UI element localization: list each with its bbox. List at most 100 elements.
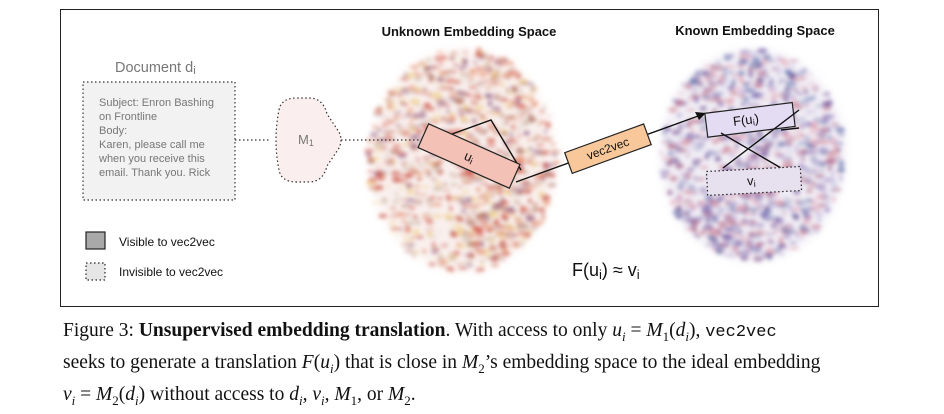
cloud-speck — [500, 123, 504, 127]
cloud-speck — [533, 182, 542, 185]
cloud-speck — [768, 59, 776, 63]
cloud-speck — [436, 85, 448, 92]
cloud-speck — [795, 151, 804, 157]
cloud-speck — [467, 79, 473, 85]
cloud-speck — [807, 229, 812, 236]
cloud-speck — [540, 208, 545, 212]
cloud-speck — [778, 78, 782, 85]
cloud-speck — [422, 156, 432, 160]
cloud-speck — [448, 86, 454, 91]
cloud-speck — [736, 251, 742, 257]
cloud-speck — [742, 81, 750, 88]
cloud-speck — [777, 58, 788, 63]
cloud-speck — [545, 122, 551, 128]
cloud-speck — [483, 190, 493, 194]
cloud-speck — [426, 106, 436, 111]
cloud-speck — [675, 145, 681, 152]
cloud-speck — [544, 165, 550, 169]
caption-line-1: Figure 3: Unsupervised embedding transla… — [63, 320, 777, 344]
cloud-speck — [473, 126, 482, 130]
cloud-speck — [377, 128, 382, 132]
cloud-speck — [473, 99, 480, 105]
cloud-speck — [479, 79, 490, 83]
cloud-speck — [425, 219, 434, 226]
cloud-speck — [456, 263, 463, 266]
cloud-speck — [735, 205, 745, 212]
cloud-speck — [684, 204, 690, 208]
cloud-speck — [492, 129, 497, 134]
cloud-speck — [789, 241, 798, 245]
cloud-speck — [737, 63, 745, 69]
cloud-speck — [527, 198, 533, 204]
cloud-speck — [521, 119, 530, 126]
cloud-speck — [510, 124, 516, 130]
cloud-speck — [408, 243, 415, 246]
cloud-speck — [499, 98, 509, 102]
cloud-speck — [743, 204, 750, 210]
cloud-speck — [753, 83, 764, 88]
cloud-speck — [406, 226, 411, 232]
cloud-speck — [466, 255, 475, 258]
cloud-speck — [670, 199, 675, 206]
cloud-speck — [447, 97, 456, 101]
document-line: Body: — [99, 125, 127, 137]
cloud-speck — [439, 115, 447, 123]
cloud-speck — [399, 152, 409, 155]
cloud-speck — [531, 203, 538, 208]
cloud-speck — [394, 115, 398, 122]
document-box — [82, 81, 236, 201]
cloud-speck — [774, 249, 778, 254]
cloud-speck — [741, 236, 746, 240]
cloud-speck — [437, 104, 442, 112]
cloud-speck — [774, 217, 784, 224]
cloud-speck — [542, 172, 553, 177]
cloud-speck — [509, 65, 516, 71]
cloud-speck — [838, 160, 845, 167]
cloud-speck — [453, 173, 458, 180]
cloud-speck — [523, 106, 534, 111]
cloud-speck — [723, 236, 732, 243]
cloud-speck — [749, 138, 757, 142]
known-space-line — [720, 132, 782, 169]
vi-label: vi — [747, 173, 756, 189]
cloud-speck — [500, 200, 508, 206]
cloud-speck — [474, 214, 482, 219]
cloud-speck — [507, 238, 513, 242]
cloud-speck — [453, 97, 465, 105]
cloud-speck — [772, 132, 780, 136]
cloud-speck — [487, 100, 493, 107]
cloud-speck — [810, 148, 818, 156]
cloud-speck — [662, 156, 667, 160]
cloud-speck — [713, 109, 719, 112]
cloud-speck — [531, 161, 537, 168]
cloud-speck — [514, 115, 518, 118]
cloud-speck — [491, 257, 498, 263]
cloud-speck — [426, 200, 435, 206]
cloud-speck — [499, 138, 509, 142]
cloud-speck — [731, 78, 736, 86]
legend-visible-swatch — [85, 231, 106, 250]
cloud-speck — [516, 103, 526, 110]
cloud-speck — [423, 217, 434, 221]
cloud-speck — [725, 198, 733, 201]
cloud-speck — [729, 152, 734, 158]
cloud-speck — [435, 183, 441, 187]
cloud-speck — [543, 163, 552, 166]
cloud-speck — [412, 112, 418, 119]
cloud-speck — [763, 252, 774, 258]
cloud-speck — [458, 216, 464, 222]
cloud-speck — [478, 56, 485, 61]
cloud-speck — [737, 221, 748, 227]
cloud-speck — [515, 98, 522, 105]
cloud-speck — [415, 235, 424, 239]
cloud-speck — [428, 75, 435, 81]
cloud-speck — [367, 170, 376, 174]
cloud-speck — [410, 127, 417, 133]
cloud-speck — [755, 242, 763, 248]
cloud-speck — [740, 254, 747, 261]
cloud-speck — [523, 225, 531, 229]
cloud-speck — [816, 203, 827, 208]
cloud-speck — [529, 86, 539, 90]
cloud-speck — [479, 181, 489, 186]
cloud-speck — [478, 239, 485, 243]
